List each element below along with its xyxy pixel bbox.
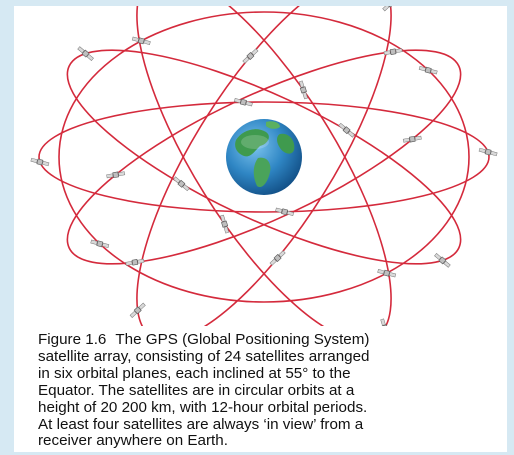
orbit-4 bbox=[136, 6, 392, 326]
earth-highlight bbox=[241, 135, 269, 149]
satellite-18 bbox=[131, 36, 151, 45]
satellite-8 bbox=[383, 48, 403, 56]
earth-landmass-east bbox=[277, 133, 295, 154]
satellite-17 bbox=[90, 239, 110, 248]
satellite-1 bbox=[434, 253, 451, 268]
satellite-4 bbox=[338, 122, 355, 138]
orbit-5 bbox=[58, 11, 470, 303]
satellite-11 bbox=[298, 80, 308, 100]
earth-landmass-greenland bbox=[266, 121, 280, 129]
satellite-15 bbox=[242, 48, 259, 64]
satellite-16 bbox=[382, 6, 395, 12]
figure-caption-text: The GPS (Global Positioning System) sate… bbox=[38, 331, 370, 450]
satellite-2 bbox=[173, 176, 190, 192]
satellite-5 bbox=[402, 135, 422, 143]
orbit-6 bbox=[38, 101, 490, 213]
satellite-7 bbox=[106, 171, 126, 179]
gps-satellite-diagram bbox=[30, 6, 498, 326]
satellite-12 bbox=[380, 318, 389, 326]
satellite-20 bbox=[377, 269, 397, 278]
satellite-3 bbox=[77, 46, 94, 61]
satellite-21 bbox=[30, 157, 50, 167]
satellite-22 bbox=[233, 98, 253, 107]
satellites bbox=[30, 6, 498, 326]
orbit-1 bbox=[66, 49, 462, 265]
satellite-19 bbox=[418, 66, 438, 75]
earth-globe bbox=[226, 119, 302, 195]
earth-landmass-north-america bbox=[235, 129, 269, 157]
satellite-13 bbox=[269, 250, 286, 266]
satellite-14 bbox=[129, 302, 146, 318]
figure-label: Figure 1.6 bbox=[38, 331, 107, 348]
satellite-6 bbox=[125, 258, 145, 266]
satellite-23 bbox=[478, 147, 498, 157]
satellite-9 bbox=[220, 214, 230, 234]
satellite-24 bbox=[275, 207, 295, 216]
earth-landmass-south-america bbox=[253, 157, 271, 188]
orbit-3 bbox=[136, 6, 392, 326]
